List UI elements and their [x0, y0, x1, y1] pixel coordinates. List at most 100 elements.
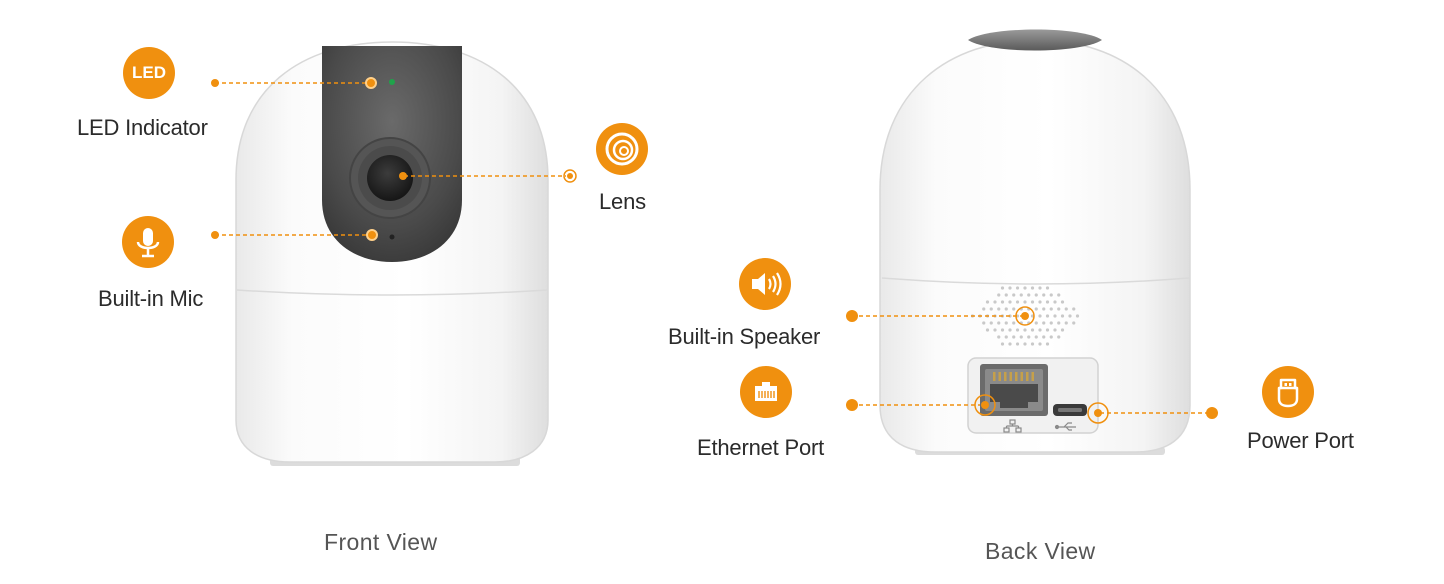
speaker-grille-hole	[1023, 300, 1027, 304]
speaker-grille-hole	[1012, 293, 1016, 297]
speaker-grille-hole	[1027, 335, 1031, 339]
speaker-leader-dot	[846, 310, 858, 322]
ethernet-port-label: Ethernet Port	[697, 435, 825, 460]
speaker-grille-hole	[1030, 286, 1035, 290]
ethernet-pin	[1009, 372, 1012, 381]
speaker-grille-hole	[1045, 342, 1050, 346]
power-target-marker	[1094, 409, 1102, 417]
leader-endpoints	[211, 79, 1218, 419]
mic-hole	[389, 234, 395, 240]
speaker-grille-hole	[1008, 300, 1012, 304]
speaker-target-marker	[1021, 312, 1029, 320]
speaker-grille-hole	[1034, 307, 1038, 311]
speaker-grille-hole	[1042, 321, 1046, 325]
speaker-grille-hole	[1045, 286, 1050, 290]
speaker-grille-hole	[1019, 293, 1023, 297]
speaker-grille-hole	[1060, 328, 1065, 332]
speaker-grille-hole	[1030, 342, 1035, 346]
usb-power-icon	[1262, 366, 1314, 418]
speaker-grille-hole	[1000, 300, 1005, 304]
ethernet-leader-dot	[846, 399, 858, 411]
speaker-grille-hole	[1004, 321, 1008, 325]
speaker-grille-hole	[982, 307, 986, 311]
speaker-grille-hole	[1015, 342, 1020, 346]
speaker-grille-hole	[1008, 286, 1012, 290]
speaker-grille-hole	[1012, 307, 1016, 311]
lens-label: Lens	[599, 189, 646, 214]
led-leader-dot	[211, 79, 219, 87]
ethernet-target-ring	[974, 394, 996, 416]
front-camera	[235, 41, 549, 466]
ethernet-pin	[1015, 372, 1018, 381]
speaker-grille-hole	[1045, 328, 1050, 332]
built-in-speaker-label: Built-in Speaker	[668, 324, 821, 349]
lens-icon	[596, 123, 648, 175]
speaker-grille-hole	[985, 328, 990, 332]
speaker-grille-hole	[993, 300, 997, 304]
speaker-grille-hole	[1012, 321, 1016, 325]
speaker-icon	[739, 258, 791, 310]
speaker-grille-hole	[982, 321, 986, 325]
speaker-grille-hole	[993, 328, 997, 332]
speaker-grille-hole	[997, 307, 1001, 311]
speaker-grille-hole	[1034, 321, 1038, 325]
power-port-label: Power Port	[1247, 428, 1354, 453]
ethernet-port-socket	[990, 384, 1038, 408]
speaker-grille-hole	[997, 293, 1001, 297]
speaker-grille-hole	[997, 321, 1001, 325]
leader-lines	[215, 82, 1212, 414]
speaker-grille-hole	[1057, 307, 1061, 311]
speaker-grille-hole	[1042, 293, 1046, 297]
speaker-grille-hole	[1072, 307, 1076, 311]
speaker-grille-hole	[1053, 328, 1057, 332]
speaker-grille-hole	[1000, 328, 1005, 332]
speaker-grille-hole	[1023, 328, 1027, 332]
back-camera	[879, 29, 1191, 455]
speaker-grille-hole	[1004, 307, 1008, 311]
speaker-grille-hole	[1030, 328, 1035, 332]
back-camera-top-cap	[968, 29, 1102, 51]
speaker-grille-hole	[1030, 300, 1035, 304]
speaker-grille-hole	[1015, 328, 1020, 332]
microphone-icon	[122, 216, 174, 268]
speaker-grille-hole	[1008, 328, 1012, 332]
led-green-dot	[389, 79, 395, 85]
lens-glass	[367, 155, 413, 201]
lens-target-marker	[399, 172, 407, 180]
lens-leader-ring	[563, 169, 577, 183]
target-markers	[365, 77, 1109, 424]
speaker-grille-hole	[1049, 321, 1053, 325]
back-view-caption: Back View	[985, 538, 1096, 564]
speaker-grille-hole	[1015, 300, 1020, 304]
speaker-grille-hole	[1038, 300, 1042, 304]
ethernet-pin	[998, 372, 1001, 381]
usb-symbol-icon	[1054, 422, 1076, 431]
speaker-grille-hole	[1045, 300, 1050, 304]
mic-leader-dot	[211, 231, 219, 239]
speaker-grille-hole	[1057, 293, 1061, 297]
speaker-grille-hole	[1042, 335, 1046, 339]
speaker-target-ring	[1015, 306, 1035, 326]
led-icon: LED	[123, 47, 175, 99]
speaker-grille-hole	[1060, 300, 1065, 304]
led-target-marker	[365, 77, 377, 89]
speaker-grille-hole	[1034, 335, 1038, 339]
speaker-grille-hole	[1068, 314, 1072, 318]
led-indicator-label: LED Indicator	[77, 115, 208, 140]
speaker-grille-hole	[1004, 293, 1008, 297]
front-view-caption: Front View	[324, 529, 438, 555]
speaker-grille-hole	[1057, 335, 1061, 339]
micro-usb-port-inner	[1058, 408, 1082, 412]
speaker-grille-hole	[985, 300, 990, 304]
speaker-grille-hole	[1000, 286, 1005, 290]
speaker-grille-hole	[1064, 307, 1068, 311]
speaker-grille-hole	[1042, 307, 1046, 311]
power-leader-dot	[1206, 407, 1218, 419]
speaker-grille-hole	[1045, 314, 1050, 318]
speaker-grille-hole	[1000, 342, 1005, 346]
speaker-grille-hole	[1049, 293, 1053, 297]
network-symbol-icon	[1003, 419, 1022, 433]
power-target-ring	[1087, 402, 1109, 424]
speaker-grille-hole	[997, 335, 1001, 339]
ethernet-pin	[993, 372, 996, 381]
